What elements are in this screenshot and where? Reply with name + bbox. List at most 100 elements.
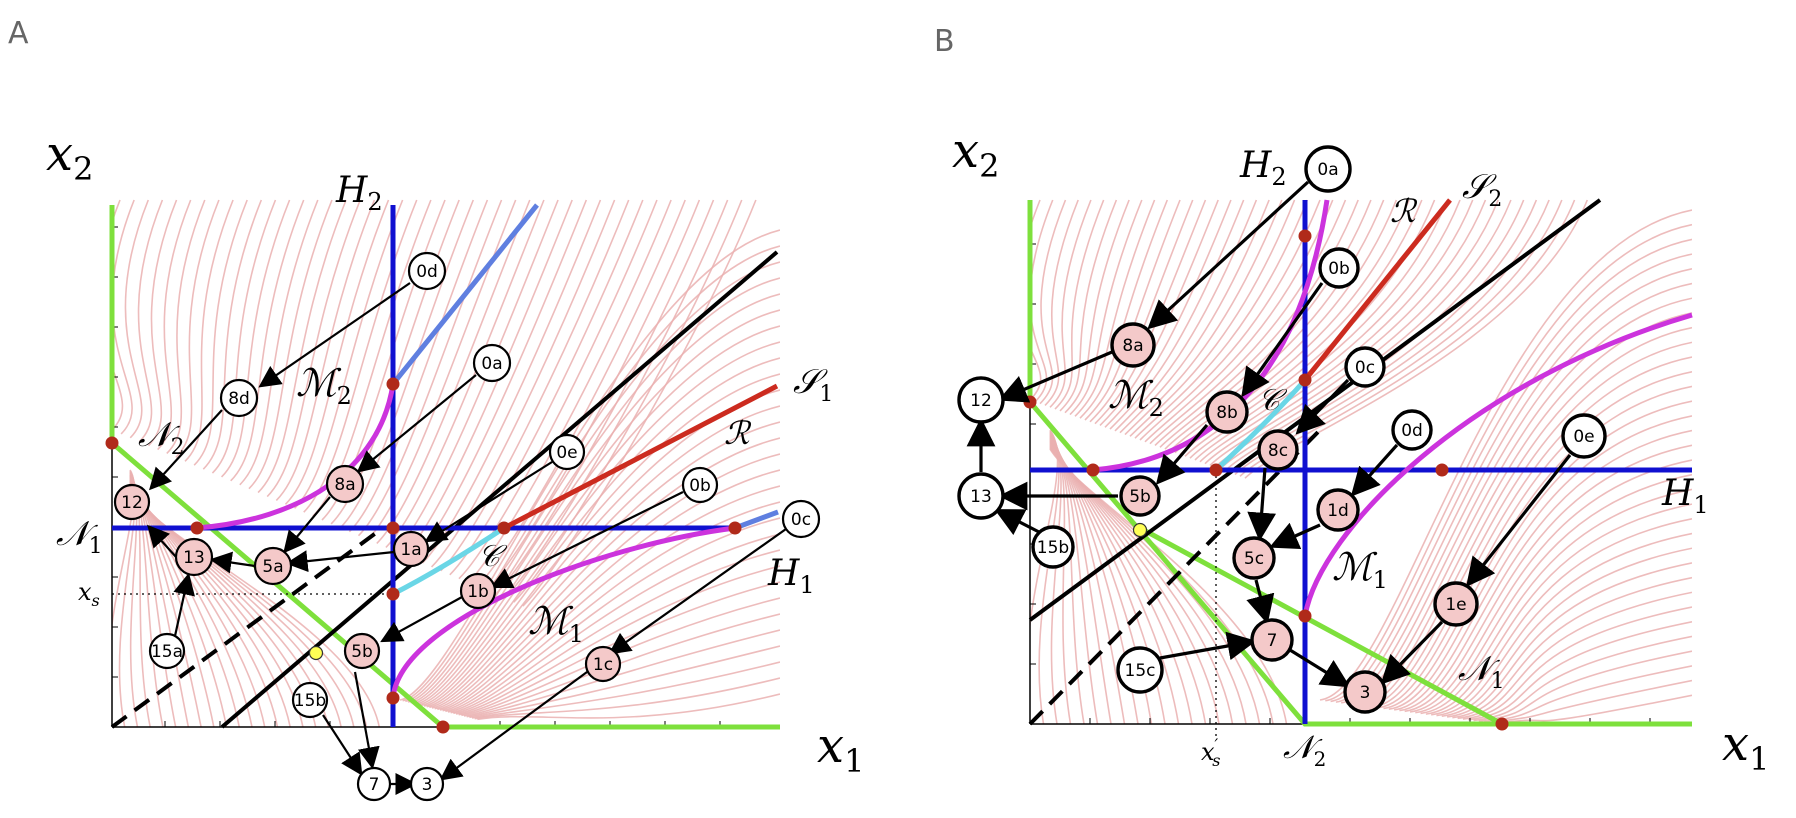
h2-label-a: H2 (335, 170, 383, 216)
trajectory-arrow (353, 671, 380, 770)
node-circle (174, 537, 214, 577)
h2-label-b: H2 (1239, 145, 1287, 191)
trajectory-arrow (1350, 443, 1399, 497)
node-0a: 0a (1304, 145, 1352, 193)
flow-line (447, 517, 780, 713)
flow-line (1104, 199, 1232, 428)
flow-line (1394, 415, 1692, 711)
node-circle (1257, 429, 1299, 471)
flow-line (1144, 199, 1334, 443)
upper-blue-ray-a (391, 203, 539, 386)
flow-line (294, 199, 404, 509)
node-label: 7 (1267, 631, 1278, 651)
fixed-point-b (1298, 373, 1312, 387)
node-12: 12 (113, 483, 151, 521)
node-label: 0c (1355, 358, 1375, 378)
node-label: 0a (1317, 160, 1338, 180)
flow-line (1399, 429, 1692, 712)
flow-line (124, 199, 150, 439)
n1-label-a: 𝒩1 (56, 514, 103, 559)
trajectory-arrow (1247, 467, 1277, 542)
flow-line (467, 199, 672, 584)
fixed-point-b (1086, 463, 1100, 477)
flow-line (1074, 199, 1156, 417)
flow-line (275, 199, 376, 501)
node-13: 13 (174, 537, 214, 577)
flow-line (1199, 199, 1474, 463)
fixed-point-b (1435, 463, 1449, 477)
node-15b: 15b (1031, 525, 1075, 569)
flow-line (339, 199, 475, 529)
flow-line (1059, 199, 1118, 412)
node-label: 15b (294, 691, 326, 711)
flow-line (399, 229, 780, 701)
flow-line (257, 199, 347, 494)
fixed-point-b (1209, 463, 1223, 477)
c-segment-b (1214, 378, 1307, 472)
node-label: 0b (1328, 259, 1350, 279)
flow-line (458, 199, 658, 580)
node-label: 3 (1360, 683, 1371, 703)
flow-line (461, 597, 780, 717)
flow-line (137, 199, 164, 443)
flow-line (147, 199, 178, 447)
node-label: 1e (1445, 595, 1466, 615)
node-circle (1344, 346, 1386, 388)
node-circle (1391, 409, 1433, 451)
fixed-point-a (497, 521, 511, 535)
flow-line (1064, 199, 1130, 414)
node-label: 1b (467, 582, 489, 602)
trajectory-arrow (283, 496, 331, 554)
fixed-point-n2-a (105, 436, 119, 450)
flow-line (1457, 591, 1692, 720)
trajectory-arrow (608, 528, 787, 655)
flow-line (211, 199, 277, 474)
node-3: 3 (1343, 670, 1387, 714)
fixed-point-a (386, 377, 400, 391)
node-circle (1250, 618, 1294, 662)
node-7: 7 (356, 766, 392, 802)
trajectory-arrow (1380, 620, 1444, 685)
m2-label-b: ℳ2 (1108, 373, 1164, 422)
flow-line (1038, 430, 1060, 725)
flow-line (463, 613, 780, 717)
flow-line (402, 245, 780, 702)
fixed-point-a (386, 521, 400, 535)
flow-line (266, 199, 361, 498)
flow-line (1114, 199, 1258, 432)
flow-line (442, 485, 780, 712)
c-segment-a (391, 525, 506, 597)
node-0d: 0d (1391, 409, 1433, 451)
r-label-a: ℛ (724, 414, 752, 452)
flow-line (1409, 459, 1692, 713)
flow-line (1319, 209, 1692, 701)
flow-line (1049, 199, 1092, 408)
flow-line (157, 199, 192, 451)
flow-line (1039, 199, 1067, 405)
r-line-b (1303, 198, 1452, 382)
flow-line (1468, 620, 1692, 721)
flow-line (1388, 400, 1692, 710)
node-circle (681, 466, 719, 504)
node-circle (291, 681, 329, 719)
flow-line (504, 199, 729, 599)
node-15b: 15b (291, 681, 329, 719)
arrows-b (966, 180, 1572, 688)
flow-line (1109, 199, 1245, 430)
saddle-point-b (1132, 522, 1148, 538)
node-15a: 15a (148, 632, 186, 670)
m2-label-a: ℳ2 (296, 361, 352, 410)
flow-line (1415, 473, 1692, 714)
trajectory-arrow (258, 282, 411, 388)
arrows-a (147, 282, 787, 795)
trajectory-arrow (1147, 180, 1310, 330)
flow-line (1489, 679, 1692, 724)
fixed-point-a (728, 521, 742, 535)
flow-line (469, 645, 780, 719)
flow-line (1204, 199, 1487, 465)
flow-line (445, 501, 780, 713)
node-circle (584, 645, 622, 683)
node-0c: 0c (781, 499, 821, 539)
node-circle (1110, 322, 1156, 368)
